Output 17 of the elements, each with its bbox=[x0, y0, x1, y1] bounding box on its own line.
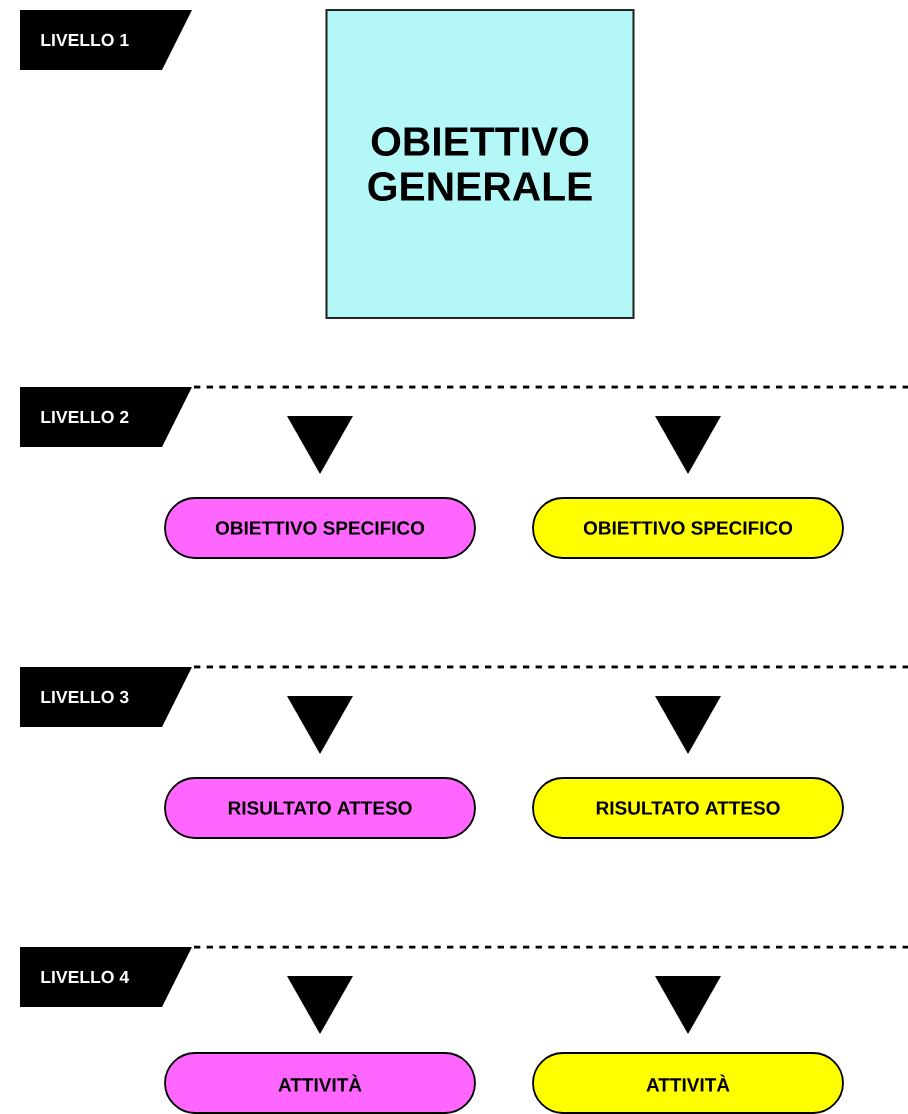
pill-box: OBIETTIVO SPECIFICO bbox=[164, 497, 476, 559]
level-tag: LIVELLO 1 bbox=[20, 10, 192, 70]
pill-box: ATTIVITÀ bbox=[164, 1052, 476, 1114]
pill-box: ATTIVITÀ bbox=[532, 1052, 844, 1114]
pill-box: RISULTATO ATTESO bbox=[164, 777, 476, 839]
arrow bbox=[655, 976, 721, 1035]
level-tag: LIVELLO 3 bbox=[20, 667, 192, 727]
arrow bbox=[287, 416, 353, 475]
pill-box: RISULTATO ATTESO bbox=[532, 777, 844, 839]
arrow bbox=[287, 976, 353, 1035]
pill-box: OBIETTIVO SPECIFICO bbox=[532, 497, 844, 559]
objective-box: OBIETTIVO GENERALE bbox=[325, 8, 635, 320]
level-tag: LIVELLO 2 bbox=[20, 387, 192, 447]
arrow bbox=[655, 416, 721, 475]
level-tag: LIVELLO 4 bbox=[20, 947, 192, 1007]
arrow bbox=[655, 696, 721, 755]
arrow bbox=[287, 696, 353, 755]
